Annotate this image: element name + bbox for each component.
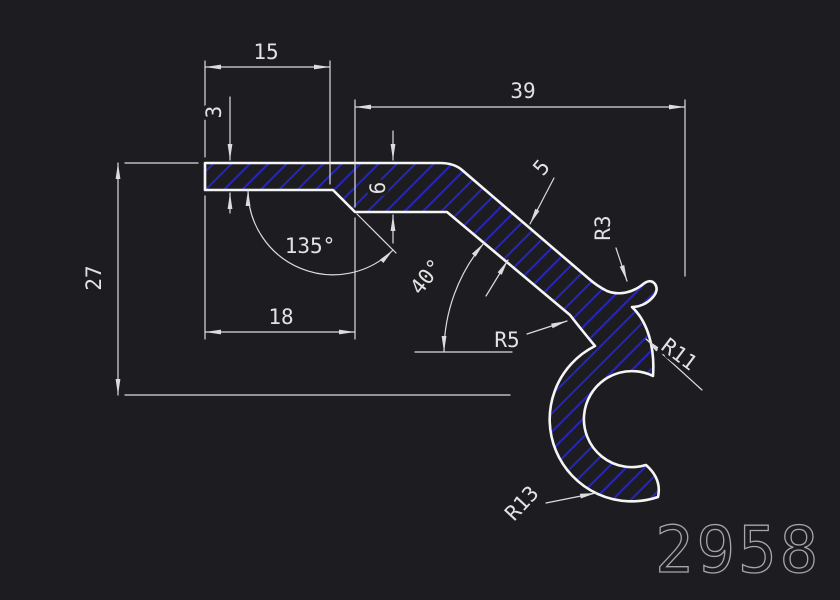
dim-6-label: 6 — [366, 182, 390, 195]
radius-r3-label: R3 — [591, 215, 615, 240]
radius-r3-leader — [615, 247, 628, 282]
radius-r5-leader — [526, 320, 568, 335]
radius-r13-leader — [545, 492, 597, 504]
angle-135-extension — [356, 213, 397, 254]
radius-r11-label: R11 — [657, 333, 702, 375]
dim-15-label: 15 — [253, 40, 278, 64]
dim-27-label: 27 — [82, 265, 106, 290]
dimension-annotations: 15 3 39 6 5 27 18 135° 40 — [79, 37, 706, 529]
dim-5-line-top — [529, 177, 555, 225]
part-number: 2958 — [655, 514, 821, 588]
profile-outline — [203, 161, 661, 503]
angle-135-label: 135° — [285, 234, 336, 258]
radius-r11-leader — [645, 338, 703, 391]
dim-39-label: 39 — [510, 79, 535, 103]
angle-135-arc — [245, 189, 394, 276]
radius-r13-label: R13 — [500, 481, 543, 525]
radius-r5-label: R5 — [494, 328, 519, 352]
dim-5-line-bottom — [485, 259, 509, 297]
dim-5-label: 5 — [528, 155, 555, 180]
dim-18-label: 18 — [268, 305, 293, 329]
angle-40-label: 40° — [405, 254, 447, 299]
dim-3-label: 3 — [202, 106, 226, 119]
angle-40-arc — [441, 242, 485, 353]
